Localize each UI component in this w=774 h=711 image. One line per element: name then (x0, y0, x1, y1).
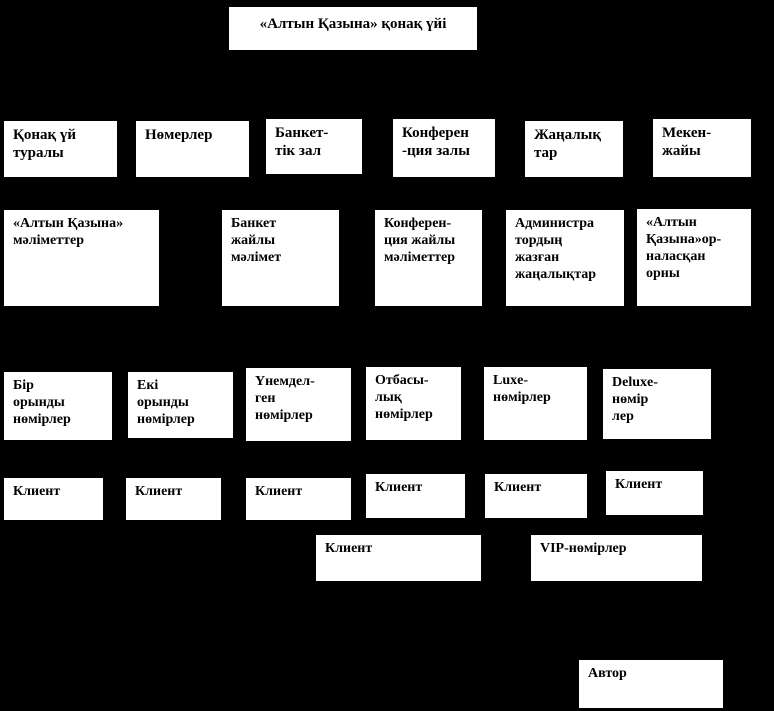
node-level2-1[interactable]: Банкет жайлы мәлімет (221, 209, 340, 307)
node-level2-3-label: Администра тордың жазған жаңалықтар (515, 216, 597, 283)
node-level2-0-label: «Алтын Қазына» мәліметтер (13, 216, 124, 249)
node-level2-4-label: «Алтын Қазына»ор- наласқан орны (646, 215, 722, 282)
node-level4-2[interactable]: Клиент (245, 477, 352, 521)
node-level1-3-label: Конферен -ция залы (402, 125, 470, 160)
node-level1-0-label: Қонақ үй туралы (13, 127, 77, 162)
node-level4-4[interactable]: Клиент (484, 473, 588, 519)
node-level3-4-label: Luxe- нөмірлер (493, 373, 551, 406)
node-level1-2-label: Банкет- тік зал (275, 125, 329, 160)
node-level2-4[interactable]: «Алтын Қазына»ор- наласқан орны (636, 208, 752, 307)
node-level4-3[interactable]: Клиент (365, 473, 466, 519)
node-level4-5-label: Клиент (615, 477, 663, 492)
node-level1-1-label: Нөмерлер (145, 127, 213, 143)
node-level5-0-label: Клиент (325, 541, 373, 556)
node-level3-2[interactable]: Үнемдел- ген нөмірлер (245, 367, 352, 442)
node-level4-3-label: Клиент (375, 480, 423, 495)
node-level4-2-label: Клиент (255, 484, 303, 499)
node-level3-1[interactable]: Екі орынды нөмірлер (127, 371, 234, 439)
node-level1-4[interactable]: Жаңалық тар (524, 120, 624, 178)
node-level4-4-label: Клиент (494, 480, 542, 495)
node-level1-5[interactable]: Мекен- жайы (652, 118, 752, 178)
node-level4-1-label: Клиент (135, 484, 183, 499)
node-root-label: «Алтын Қазына» қонақ үйі (259, 16, 447, 32)
node-level3-3[interactable]: Отбасы- лық нөмірлер (365, 366, 462, 441)
node-level5-0[interactable]: Клиент (315, 534, 482, 582)
node-level3-4[interactable]: Luxe- нөмірлер (483, 366, 588, 441)
node-author[interactable]: Автор (578, 659, 724, 709)
node-level3-0-label: Бір орынды нөмірлер (13, 378, 71, 428)
node-level4-5[interactable]: Клиент (605, 470, 704, 516)
node-level1-5-label: Мекен- жайы (662, 125, 712, 160)
node-level1-0[interactable]: Қонақ үй туралы (3, 120, 118, 178)
node-root[interactable]: «Алтын Қазына» қонақ үйі (228, 6, 478, 51)
node-level1-2[interactable]: Банкет- тік зал (265, 118, 363, 175)
node-level3-1-label: Екі орынды нөмірлер (137, 378, 195, 428)
node-level2-0[interactable]: «Алтын Қазына» мәліметтер (3, 209, 160, 307)
node-level2-3[interactable]: Администра тордың жазған жаңалықтар (505, 209, 625, 307)
node-level3-3-label: Отбасы- лық нөмірлер (375, 373, 433, 423)
node-level3-0[interactable]: Бір орынды нөмірлер (3, 371, 113, 441)
node-level1-4-label: Жаңалық тар (534, 127, 602, 162)
node-level3-2-label: Үнемдел- ген нөмірлер (255, 374, 315, 424)
node-level3-5[interactable]: Deluxe- нөмір лер (602, 368, 712, 440)
node-level4-0-label: Клиент (13, 484, 61, 499)
node-level5-1-label: VIP-нөмірлер (540, 541, 627, 556)
node-level2-2[interactable]: Конферен- ция жайлы мәліметтер (374, 209, 483, 307)
node-level2-1-label: Банкет жайлы мәлімет (231, 216, 282, 266)
node-level3-5-label: Deluxe- нөмір лер (612, 375, 658, 425)
node-level4-1[interactable]: Клиент (125, 477, 222, 521)
node-level1-3[interactable]: Конферен -ция залы (392, 118, 496, 178)
node-level4-0[interactable]: Клиент (3, 477, 104, 521)
node-level5-1[interactable]: VIP-нөмірлер (530, 534, 703, 582)
node-level2-2-label: Конферен- ция жайлы мәліметтер (384, 216, 456, 266)
node-author-label: Автор (588, 666, 627, 681)
node-level1-1[interactable]: Нөмерлер (135, 120, 250, 178)
